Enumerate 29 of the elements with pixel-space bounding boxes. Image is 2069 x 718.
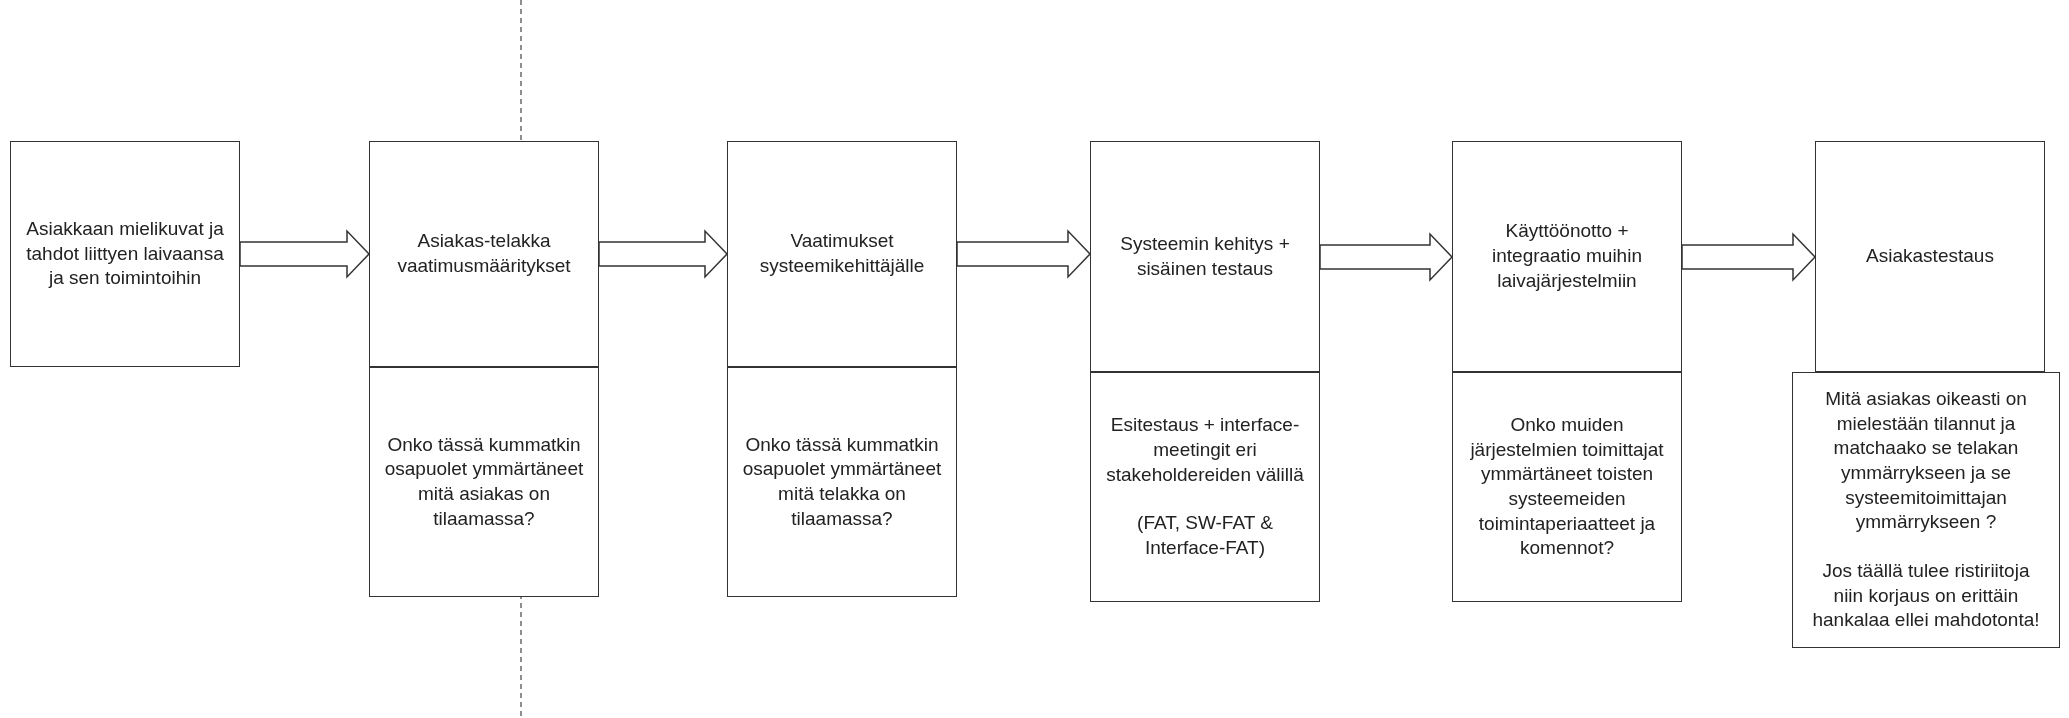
box-text: Systeemin kehitys + sisäinen testaus	[1119, 231, 1291, 281]
block-arrow	[239, 229, 371, 279]
process-box	[10, 141, 240, 367]
block-arrow	[1319, 232, 1454, 282]
process-box	[727, 141, 957, 367]
process-box	[369, 141, 599, 367]
box-text: Käyttöönotto + integraatio muihin laivajärjestelmiin	[1491, 219, 1643, 293]
process-box	[1090, 372, 1320, 602]
box-text: Vaatimukset systeemikehittäjälle	[758, 229, 926, 278]
process-box	[1452, 141, 1682, 372]
process-box	[1792, 372, 2060, 648]
box-text: (FAT, SW-FAT & Interface-FAT)	[1136, 511, 1274, 561]
box-text: Onko tässä kummatkin osapuolet ymmärtäneet mitä telakka on tilaamassa?	[742, 432, 942, 531]
box-text: Asiakastestaus	[1866, 244, 1994, 269]
process-box	[1452, 372, 1682, 602]
block-arrow	[956, 229, 1092, 279]
box-text: Onko tässä kummatkin osapuolet ymmärtäneet mitä asiakas on tilaamassa?	[384, 432, 584, 531]
process-box	[369, 367, 599, 597]
box-text: Asiakkaan mielikuvat ja tahdot liittyen laivaansa ja sen toimintoihin	[25, 216, 225, 291]
process-box	[1815, 141, 2045, 372]
box-text: Jos täällä tulee ristiriitoja niin korjaus on erittäin hankalaa ellei mahdotonta!	[1811, 559, 2041, 633]
process-box	[1090, 141, 1320, 372]
box-text: Mitä asiakas oikeasti on mielestään tilannut ja matchaako se telakan ymmärrykseen ja se systeemitoimittajan ymmärrykseen ?	[1824, 386, 2028, 535]
process-box	[727, 367, 957, 597]
block-arrow	[1681, 232, 1817, 282]
box-text: Onko muiden järjestelmien toimittajat ymmärtäneet toisten systeemeiden toimintaperiaatteet ja komennot?	[1469, 412, 1665, 561]
box-text: Asiakas-telakka vaatimusmääritykset	[396, 229, 572, 278]
block-arrow	[598, 229, 729, 279]
box-text: Esitestaus + interface-meetingit eri stakeholdereiden välillä	[1105, 413, 1305, 487]
